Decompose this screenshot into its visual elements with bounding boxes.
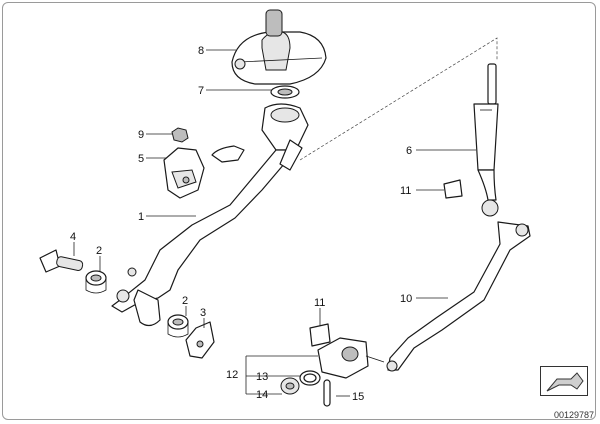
part-7-bearing-ring [270, 85, 300, 99]
callout-8: 8 [198, 45, 204, 57]
arrow-shape-icon [546, 372, 584, 392]
callout-10: 10 [400, 293, 412, 305]
callout-3: 3 [200, 307, 206, 319]
callout-6: 6 [406, 145, 412, 157]
callout-1: 1 [138, 211, 144, 223]
callout-2-right: 2 [182, 295, 188, 307]
alignment-dashed-line [299, 37, 498, 161]
part-11-clip-upper [443, 179, 463, 199]
callout-9: 9 [138, 129, 144, 141]
part-3-bracket [185, 321, 215, 359]
part-2-bushing-left [85, 270, 107, 294]
callout-2-left: 2 [96, 245, 102, 257]
part-9-nut [171, 127, 189, 143]
leader-lines [73, 49, 476, 397]
part-10-selector-rod [386, 221, 531, 372]
part-12-joint-assembly [317, 337, 385, 379]
callout-4: 4 [70, 231, 76, 243]
part-6-shift-rod [473, 63, 499, 217]
callout-13: 13 [256, 371, 268, 383]
callout-7: 7 [198, 85, 204, 97]
part-5-bracket [163, 147, 205, 199]
callout-5: 5 [138, 153, 144, 165]
direction-symbol-box [540, 366, 588, 396]
part-13-retaining-ring [299, 370, 321, 386]
diagram-frame [2, 2, 596, 420]
callout-14: 14 [256, 389, 268, 401]
part-1-shift-lever-console [111, 103, 309, 327]
callout-15: 15 [352, 391, 364, 403]
part-15-pin [323, 379, 331, 407]
diagram-reference-number: 00129787 [553, 410, 594, 420]
part-2-bushing-right [167, 314, 189, 338]
part-11-clip-lower [309, 323, 331, 347]
callout-11-upper: 11 [400, 185, 411, 197]
callout-11-lower: 11 [314, 297, 325, 309]
part-14-grommet [280, 377, 300, 395]
part-8-shift-boot [231, 9, 327, 85]
callout-12: 12 [226, 369, 238, 381]
part-4-bolt [39, 249, 84, 273]
